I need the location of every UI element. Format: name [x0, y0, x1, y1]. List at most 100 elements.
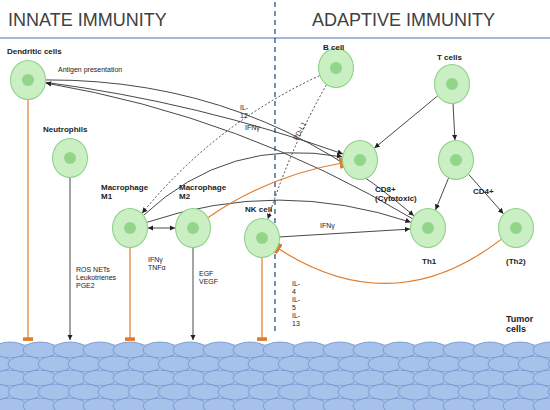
- tumor-cell: [143, 342, 177, 358]
- edge-label: ROS NETs Leukotrienes PGE2: [76, 266, 116, 290]
- tumor-cell: [113, 370, 147, 386]
- tumor-cell: [188, 356, 222, 372]
- tumor-cell: [323, 342, 357, 358]
- tumor-tissue: [0, 340, 550, 410]
- tumor-cell: [278, 384, 312, 400]
- tumor-cell: [533, 370, 550, 386]
- tumor-cell: [503, 398, 537, 410]
- cell-label: (Th2): [506, 257, 526, 266]
- tumor-cell: [263, 370, 297, 386]
- edge-label: IFNγ TNFα: [148, 256, 166, 272]
- tumor-cell: [443, 398, 477, 410]
- tumor-cell: [218, 356, 252, 372]
- tumor-cell: [458, 356, 492, 372]
- cell-nucleus: [22, 74, 34, 86]
- tumor-cell: [218, 384, 252, 400]
- tumor-band: Tumor cells: [0, 340, 550, 410]
- tumor-cell: [428, 384, 462, 400]
- immune-cell: Macrophage M1: [112, 208, 148, 248]
- tumor-cell: [98, 356, 132, 372]
- tumor-cell: [308, 384, 342, 400]
- immune-cell: T cells: [434, 64, 470, 104]
- tumor-cell: [458, 384, 492, 400]
- cell-label: Tumor cells: [506, 314, 533, 335]
- cell-label: B cell: [323, 43, 344, 52]
- activation-connector: [144, 153, 342, 215]
- activation-connector: [142, 76, 319, 213]
- tumor-cell: [548, 356, 550, 372]
- edge-label: PD-L1: [292, 120, 308, 141]
- tumor-cell: [338, 384, 372, 400]
- tumor-cell: [53, 398, 87, 410]
- cell-label: T cells: [437, 53, 462, 62]
- tumor-cell: [23, 370, 57, 386]
- tumor-cell: [383, 342, 417, 358]
- inhibition-connector: [261, 258, 262, 340]
- tumor-cell: [398, 356, 432, 372]
- tumor-cell: [473, 398, 507, 410]
- cell-nucleus: [450, 154, 462, 166]
- activation-connector: [70, 178, 71, 340]
- tumor-cell: [293, 342, 327, 358]
- tumor-cell: [518, 384, 550, 400]
- immune-cell: Macrophage M2: [175, 208, 211, 248]
- tumor-cell: [203, 398, 237, 410]
- cell-nucleus: [330, 62, 342, 74]
- cell-nucleus: [187, 222, 199, 234]
- tumor-cell: [128, 384, 162, 400]
- immune-cell: NK cell: [244, 218, 280, 258]
- cell-nucleus: [124, 222, 136, 234]
- cell-label: Th1: [422, 257, 436, 266]
- tumor-cell: [23, 342, 57, 358]
- tumor-cell: [188, 384, 222, 400]
- tumor-cell: [368, 384, 402, 400]
- edge-label: IFNγ: [320, 222, 335, 230]
- tumor-cell: [383, 398, 417, 410]
- tumor-cell: [533, 398, 550, 410]
- inhibition-connector: [208, 163, 342, 217]
- tumor-cell: [503, 342, 537, 358]
- cell-label: Dendritic cells: [7, 47, 62, 56]
- edge-label: IFNγ: [245, 124, 260, 132]
- tumor-cell: [293, 370, 327, 386]
- tumor-cell: [233, 342, 267, 358]
- activation-connector: [280, 229, 410, 237]
- edge-label: Antigen presentation: [58, 66, 122, 74]
- activation-connector: [46, 80, 414, 216]
- tumor-cell: [203, 342, 237, 358]
- immune-cell: CD4+: [438, 140, 474, 180]
- tumor-cell: [98, 384, 132, 400]
- cell-nucleus: [64, 152, 76, 164]
- tumor-cell: [128, 356, 162, 372]
- tumor-cell: [23, 398, 57, 410]
- cell-nucleus: [446, 78, 458, 90]
- cell-label: Macrophage M2: [179, 183, 226, 201]
- tumor-cell: [308, 356, 342, 372]
- activation-connector: [193, 248, 194, 340]
- immune-cell: CD8+ (Cytotoxic): [342, 140, 378, 180]
- tumor-cell: [428, 356, 462, 372]
- tumor-cell: [488, 384, 522, 400]
- tumor-cell: [473, 370, 507, 386]
- tumor-cell: [533, 342, 550, 358]
- tumor-cell: [248, 384, 282, 400]
- activation-connector: [469, 174, 504, 213]
- activation-connector: [374, 96, 437, 148]
- tumor-cell: [233, 370, 267, 386]
- immune-cell: Dendritic cells: [10, 60, 46, 100]
- immune-cell: (Th2): [498, 208, 534, 248]
- divider-line: [274, 2, 275, 332]
- tumor-cell: [323, 370, 357, 386]
- tumor-cell: [8, 384, 42, 400]
- tumor-cell: [383, 370, 417, 386]
- cell-label: Macrophage M1: [101, 183, 148, 201]
- immune-cell: B cell: [318, 48, 354, 88]
- tumor-cell: [38, 356, 72, 372]
- tumor-cell: [548, 384, 550, 400]
- edge-label: EGF VEGF: [199, 270, 218, 286]
- tumor-cell: [488, 356, 522, 372]
- tumor-cell: [233, 398, 267, 410]
- cell-nucleus: [510, 222, 522, 234]
- cell-nucleus: [256, 232, 268, 244]
- tumor-cell: [323, 398, 357, 410]
